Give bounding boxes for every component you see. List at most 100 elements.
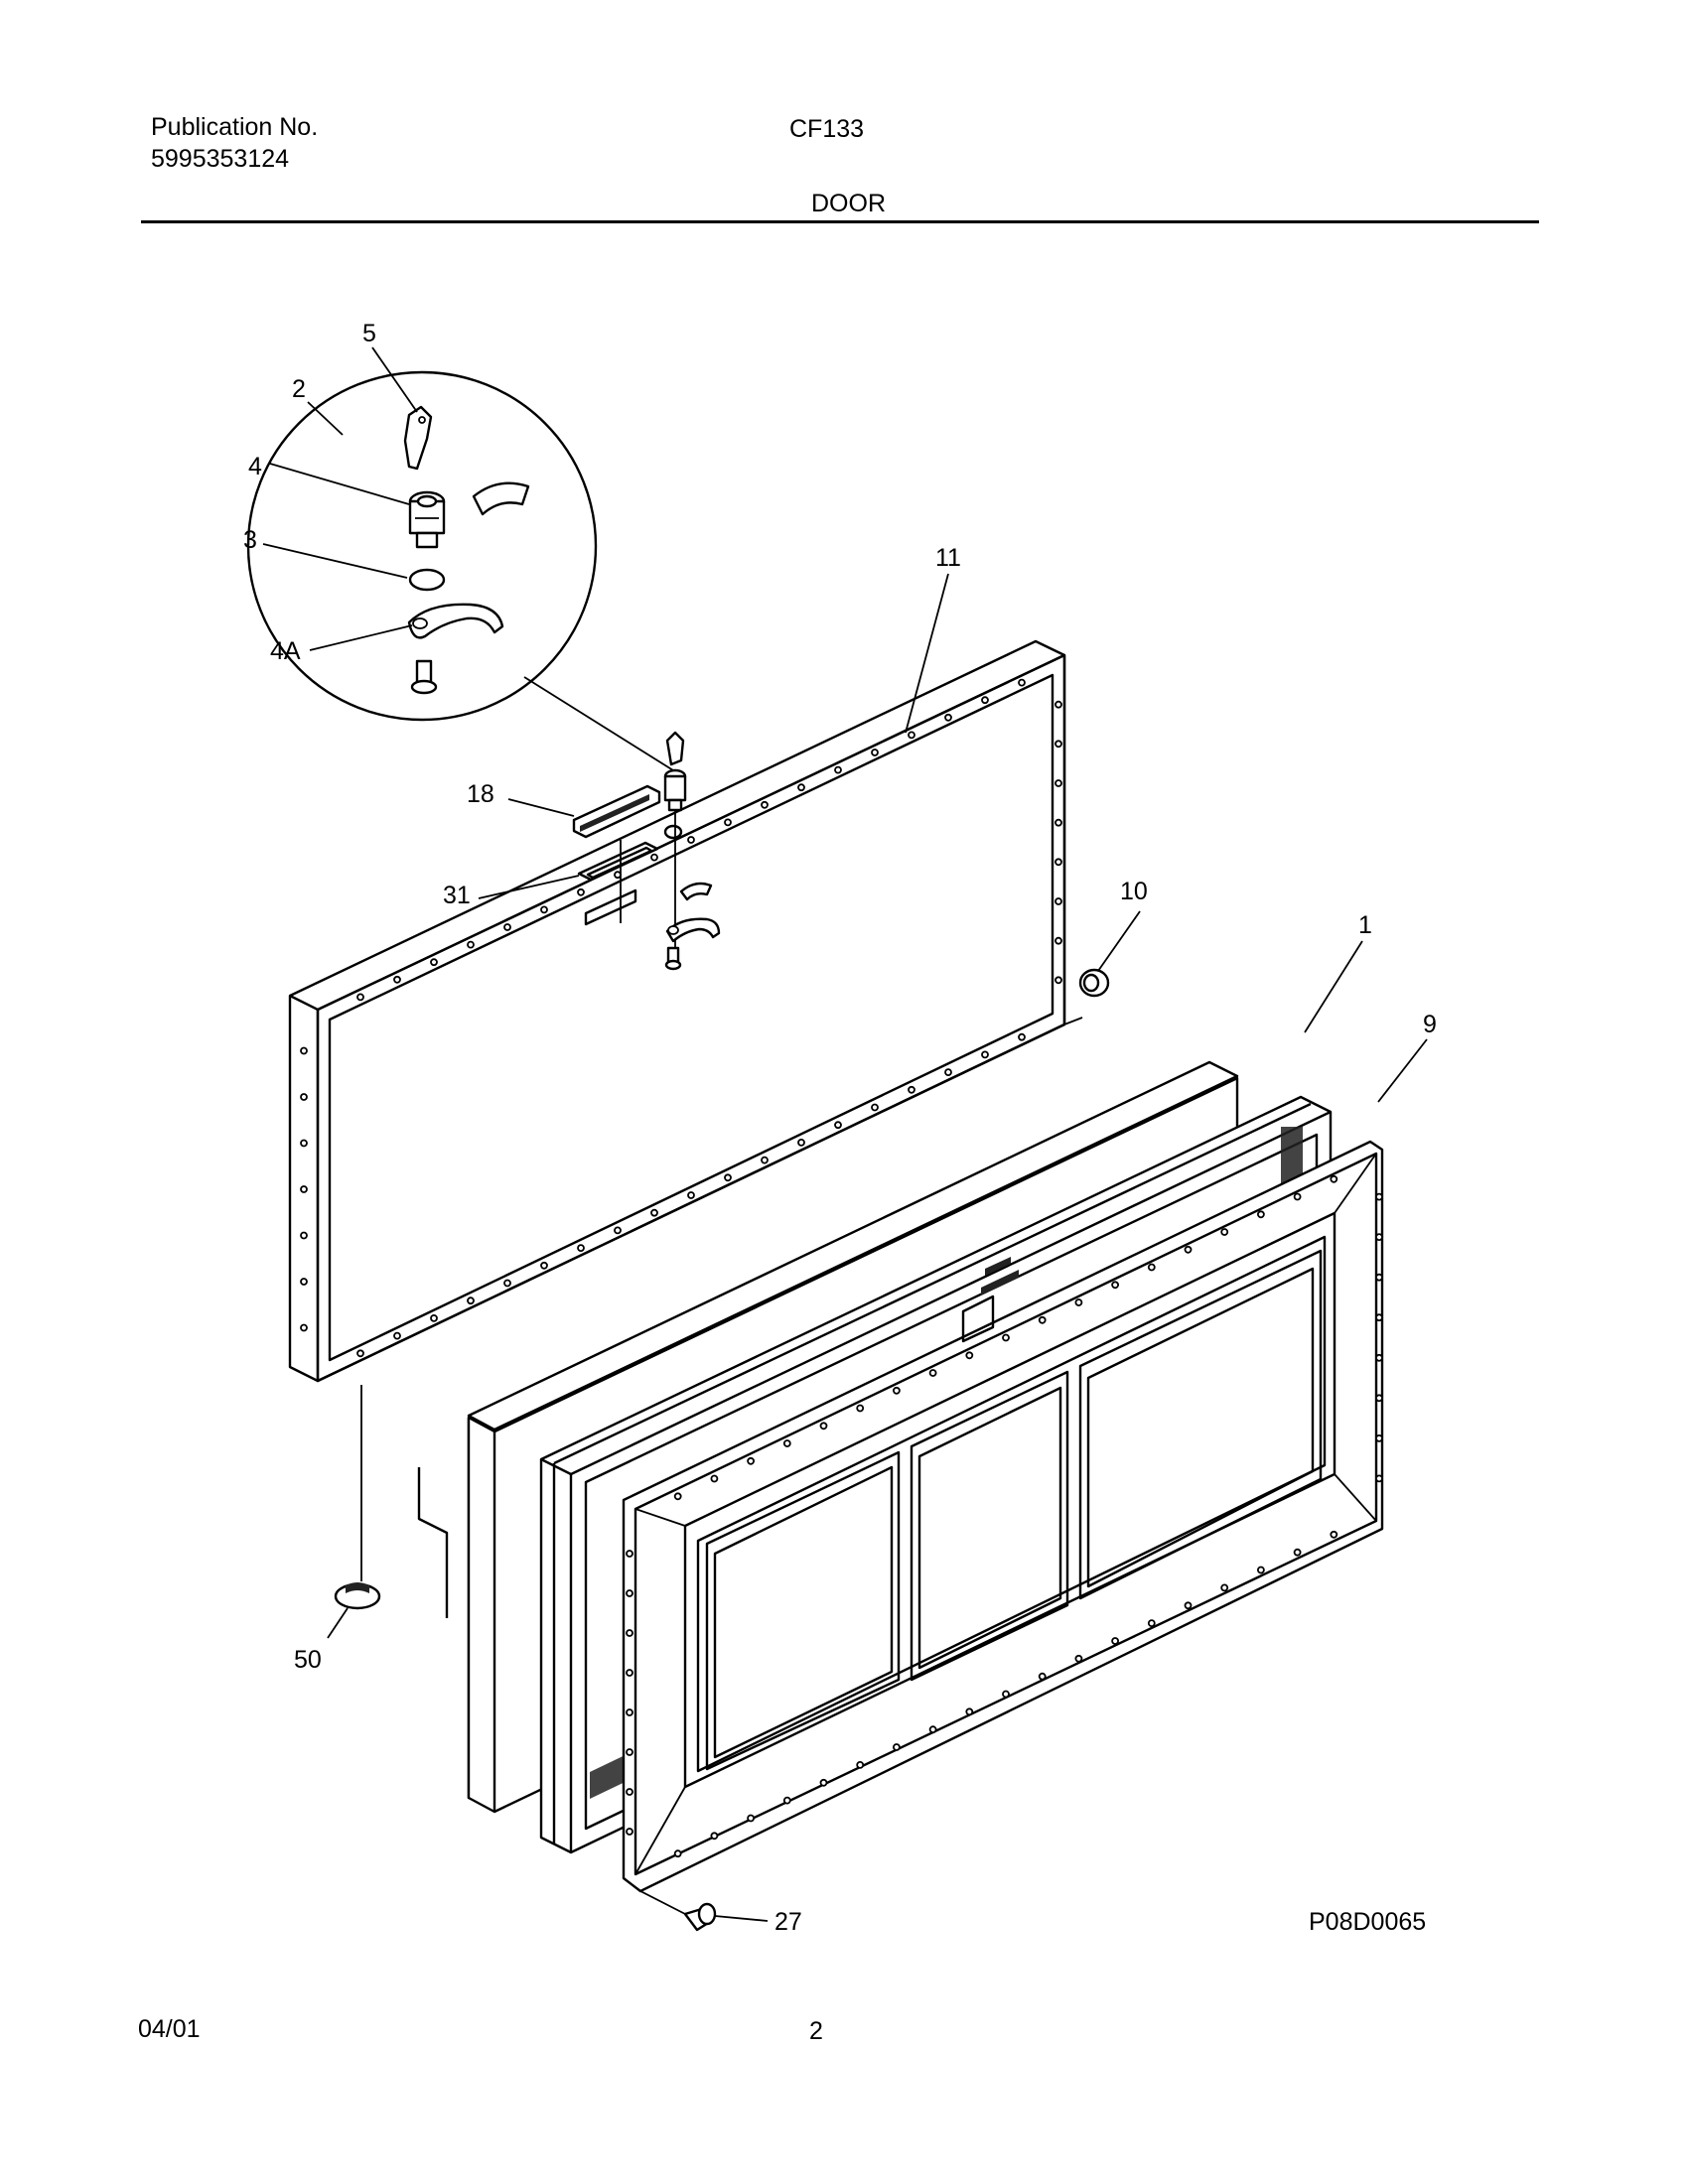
screw-hole <box>871 1103 879 1112</box>
screw-hole <box>710 1832 719 1841</box>
part-18-handle-cover <box>572 784 661 839</box>
screw-hole <box>1220 1228 1229 1236</box>
screw-hole <box>928 1725 937 1734</box>
screw-hole <box>467 940 475 949</box>
screw-hole <box>1375 1192 1383 1201</box>
screw-hole <box>1111 1281 1119 1290</box>
screw-hole <box>1330 1174 1338 1183</box>
screw-hole <box>503 923 511 931</box>
screw-hole <box>300 1231 308 1240</box>
screw-hole <box>626 1629 633 1637</box>
screw-hole <box>761 1156 769 1164</box>
screw-hole <box>687 836 695 844</box>
screw-hole <box>467 1297 475 1305</box>
screw-hole <box>944 1068 952 1076</box>
callout-labels: 5 2 4 3 4A 11 18 31 10 1 9 50 27 P08D006… <box>243 320 1437 1936</box>
screw-hole <box>1111 1637 1119 1645</box>
screw-hole <box>540 1261 548 1270</box>
screw-hole <box>747 1814 755 1823</box>
screw-hole <box>819 1422 828 1431</box>
screw-hole <box>710 1474 719 1483</box>
screw-hole <box>834 1121 842 1130</box>
callout-10: 10 <box>1120 878 1148 905</box>
screw-hole <box>981 696 989 705</box>
screw-hole <box>626 1589 633 1597</box>
screw-hole <box>856 1404 865 1413</box>
screw-hole <box>797 1139 805 1147</box>
screw-hole <box>1038 1672 1047 1681</box>
screw-hole <box>1147 1263 1156 1272</box>
callout-50: 50 <box>294 1646 322 1674</box>
screw-hole <box>871 749 879 756</box>
screw-hole <box>893 1386 901 1395</box>
publication-label: Publication No. <box>151 113 319 141</box>
screw-hole <box>503 1279 511 1288</box>
screw-hole <box>1018 1032 1026 1041</box>
screw-hole <box>393 975 401 984</box>
screw-hole <box>1375 1233 1383 1241</box>
screw-hole <box>356 993 364 1002</box>
screw-hole <box>300 1185 308 1193</box>
callout-5: 5 <box>362 320 376 347</box>
screw-hole <box>782 1796 791 1805</box>
screw-hole <box>928 1369 937 1377</box>
part-10-bumper <box>1063 968 1110 1025</box>
callout-4: 4 <box>248 453 262 480</box>
screw-hole <box>626 1669 633 1677</box>
section-title: DOOR <box>811 190 886 217</box>
screw-hole <box>761 800 769 809</box>
lock-parts-installed <box>663 731 721 971</box>
callout-27: 27 <box>774 1908 802 1936</box>
screw-hole <box>626 1748 633 1756</box>
screw-hole <box>673 1492 682 1501</box>
screw-hole <box>1074 1298 1083 1306</box>
screw-hole <box>577 1244 585 1252</box>
model-number: CF133 <box>789 115 865 143</box>
screw-hole <box>1055 858 1062 867</box>
screw-hole <box>1293 1548 1302 1557</box>
screw-hole <box>1375 1394 1383 1403</box>
screw-hole <box>1184 1245 1193 1254</box>
screw-hole <box>965 1351 974 1360</box>
part-9-outer-door-panel <box>622 1140 1384 1893</box>
screw-hole <box>1002 1690 1010 1699</box>
publication-number: 5995353124 <box>151 145 290 173</box>
part-27-screw <box>639 1890 717 1932</box>
callout-9: 9 <box>1423 1011 1437 1038</box>
screw-hole <box>1330 1530 1338 1539</box>
screw-hole <box>673 1849 682 1858</box>
screw-hole <box>430 1314 438 1322</box>
screw-hole <box>626 1788 633 1796</box>
screw-hole <box>300 1139 308 1148</box>
screw-hole <box>1055 818 1062 827</box>
screw-hole <box>1055 976 1062 985</box>
screw-hole <box>356 1349 364 1358</box>
screw-hole <box>965 1707 974 1716</box>
screw-hole <box>1257 1210 1265 1219</box>
drawing-code: P08D0065 <box>1309 1908 1426 1936</box>
callout-4a: 4A <box>270 637 301 665</box>
screw-hole <box>614 1226 622 1235</box>
callout-1: 1 <box>1358 911 1372 939</box>
screw-hole <box>856 1761 865 1769</box>
screw-hole <box>687 1191 695 1199</box>
callout-leaders <box>262 346 1428 1922</box>
screw-hole <box>1018 678 1026 687</box>
part-31-handle-gasket <box>577 840 659 926</box>
screw-hole <box>1074 1654 1083 1663</box>
screw-hole <box>1375 1313 1383 1322</box>
callout-2: 2 <box>292 375 306 403</box>
screw-hole <box>1055 897 1062 905</box>
screw-hole <box>1055 779 1062 787</box>
screw-hole <box>1293 1192 1302 1201</box>
screw-hole <box>300 1046 308 1055</box>
screw-hole <box>908 731 915 740</box>
part-2-lock-assembly-detail <box>246 370 674 771</box>
screw-hole <box>1184 1601 1193 1610</box>
screw-hole <box>1038 1315 1047 1324</box>
screw-hole <box>540 905 548 914</box>
screw-hole <box>1257 1566 1265 1574</box>
screw-hole <box>626 1828 633 1836</box>
screw-hole <box>626 1708 633 1716</box>
